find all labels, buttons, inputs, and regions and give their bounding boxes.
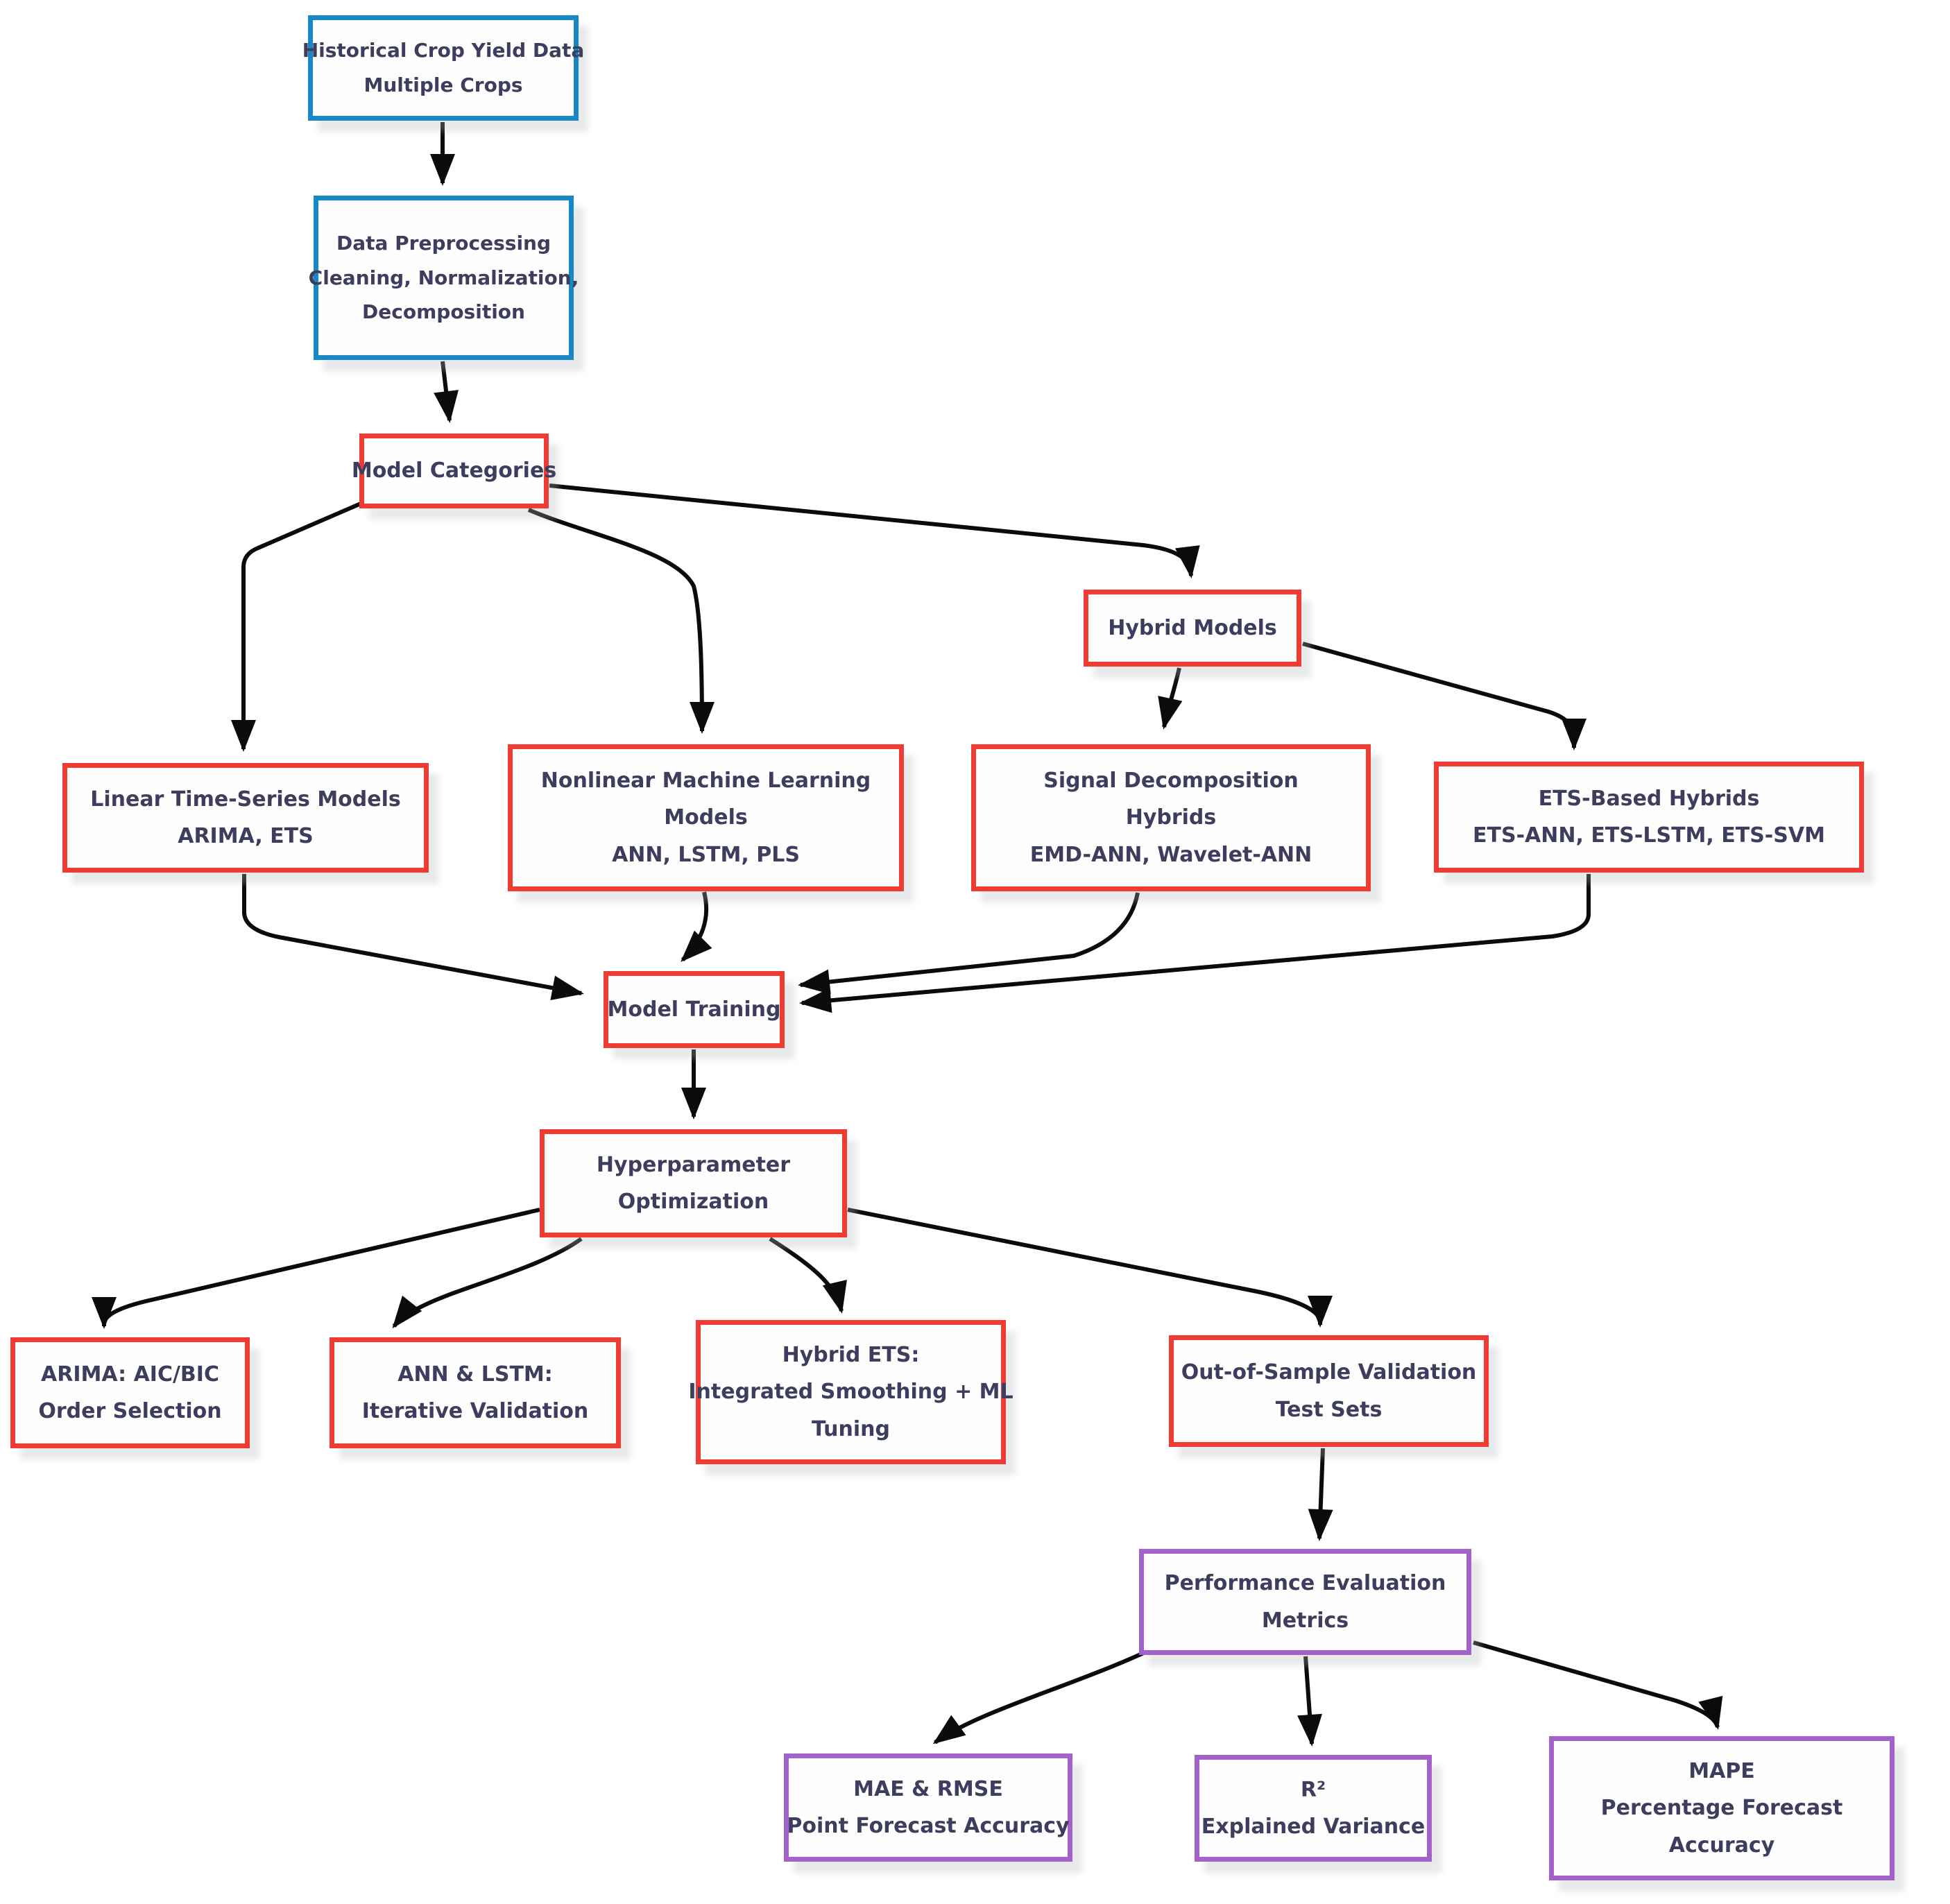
- edge-preprocess-categories: [434, 361, 459, 423]
- node-label-line: Hybrid ETS:: [782, 1342, 920, 1367]
- node-historical-crop-yield-data: Historical Crop Yield Data Multiple Crop…: [302, 15, 584, 121]
- node-arima-order-selection: ARIMA: AIC/BIC Order Selection: [10, 1337, 250, 1448]
- node-label-line: Decomposition: [362, 300, 525, 324]
- node-ann-lstm-validation: ANN & LSTM: Iterative Validation: [330, 1337, 621, 1448]
- node-label-line: Explained Variance: [1201, 1815, 1426, 1839]
- node-model-categories: Model Categories: [352, 434, 556, 508]
- node-label-line: EMD-ANN, Wavelet-ANN: [1029, 842, 1312, 867]
- node-label-line: ANN, LSTM, PLS: [612, 842, 800, 867]
- edge-hybrid-signal: [1158, 667, 1183, 730]
- node-model-training: Model Training: [604, 971, 785, 1048]
- node-label-line: Multiple Crops: [364, 74, 523, 96]
- edge-hyper-arima-selection: [92, 1208, 540, 1329]
- node-hybrid-models: Hybrid Models: [1084, 590, 1301, 667]
- node-label-line: Data Preprocessing: [336, 231, 551, 255]
- edge-hyper-oos-validation: [847, 1208, 1333, 1328]
- node-label-line: Hybrids: [1125, 805, 1217, 830]
- node-mae-rmse: MAE & RMSE Point Forecast Accuracy: [784, 1753, 1072, 1862]
- node-label-line: Out-of-Sample Validation: [1181, 1360, 1477, 1385]
- node-label-line: ARIMA, ETS: [178, 824, 314, 848]
- edge-hybrid-ets: [1302, 642, 1586, 751]
- node-label-line: Tuning: [812, 1416, 890, 1441]
- node-ets-based-hybrids: ETS-Based Hybrids ETS-ANN, ETS-LSTM, ETS…: [1434, 762, 1864, 873]
- node-label-line: Optimization: [617, 1190, 769, 1214]
- edge-ets-training: [799, 874, 1591, 1013]
- node-hybrid-ets-tuning: Hybrid ETS: Integrated Smoothing + ML Tu…: [688, 1320, 1014, 1464]
- edge-performance-mape: [1473, 1640, 1723, 1730]
- edge-oos-validation-performance: [1308, 1448, 1333, 1541]
- edge-categories-linear: [231, 501, 362, 752]
- edge-hyper-hybrid-ets-tuning: [769, 1237, 847, 1314]
- node-label-line: Historical Crop Yield Data: [302, 39, 585, 62]
- node-label-line: MAE & RMSE: [853, 1776, 1003, 1801]
- node-label-line: Metrics: [1261, 1608, 1349, 1633]
- node-r2-explained-variance: R² Explained Variance: [1195, 1755, 1432, 1862]
- node-data-preprocessing: Data Preprocessing Cleaning, Normalizati…: [309, 196, 579, 360]
- node-label-line: ETS-ANN, ETS-LSTM, ETS-SVM: [1473, 823, 1825, 848]
- node-label-line: Percentage Forecast: [1600, 1796, 1843, 1821]
- node-label-line: Hybrid Models: [1108, 615, 1277, 640]
- node-label-line: Signal Decomposition: [1043, 768, 1299, 793]
- node-label-line: Point Forecast Accuracy: [787, 1814, 1070, 1838]
- edge-signal-training: [798, 892, 1140, 995]
- node-label-line: Model Categories: [351, 458, 557, 483]
- node-label-line: Accuracy: [1668, 1833, 1775, 1858]
- node-label-line: Cleaning, Normalization,: [308, 266, 579, 289]
- edge-categories-hybrid: [549, 483, 1200, 578]
- node-mape-accuracy: MAPE Percentage Forecast Accuracy: [1549, 1736, 1895, 1880]
- node-label-line: Order Selection: [38, 1399, 222, 1423]
- node-signal-decomposition-hybrids: Signal Decomposition Hybrids EMD-ANN, Wa…: [971, 744, 1371, 891]
- node-hyperparameter-optimization: Hyperparameter Optimization: [540, 1129, 847, 1237]
- edge-nonlinear-training: [681, 891, 712, 962]
- node-out-of-sample-validation: Out-of-Sample Validation Test Sets: [1169, 1335, 1489, 1447]
- node-label-line: ETS-Based Hybrids: [1538, 786, 1760, 811]
- edge-hyper-ann-validation: [392, 1237, 583, 1329]
- node-label-line: R²: [1300, 1777, 1326, 1802]
- node-label-line: Nonlinear Machine Learning: [540, 768, 871, 793]
- node-label-line: Integrated Smoothing + ML: [688, 1380, 1014, 1405]
- edge-performance-mae-rmse: [932, 1649, 1149, 1744]
- edge-performance-r2: [1297, 1656, 1322, 1747]
- edge-categories-nonlinear: [527, 508, 715, 734]
- node-label-line: ARIMA: AIC/BIC: [41, 1362, 219, 1387]
- node-performance-evaluation-metrics: Performance Evaluation Metrics: [1139, 1549, 1471, 1655]
- node-label-line: MAPE: [1688, 1758, 1755, 1783]
- edge-linear-training: [242, 874, 584, 1001]
- node-label-line: Model Training: [607, 997, 781, 1022]
- node-label-line: Test Sets: [1275, 1397, 1383, 1422]
- node-label-line: Performance Evaluation: [1164, 1571, 1446, 1596]
- node-label-line: Iterative Validation: [361, 1399, 589, 1423]
- node-label-line: Linear Time-Series Models: [90, 787, 401, 812]
- node-label-line: ANN & LSTM:: [397, 1362, 553, 1387]
- node-linear-time-series-models: Linear Time-Series Models ARIMA, ETS: [62, 763, 429, 873]
- node-nonlinear-ml-models: Nonlinear Machine Learning Models ANN, L…: [508, 744, 904, 891]
- node-label-line: Hyperparameter: [596, 1152, 791, 1177]
- node-label-line: Models: [664, 805, 748, 830]
